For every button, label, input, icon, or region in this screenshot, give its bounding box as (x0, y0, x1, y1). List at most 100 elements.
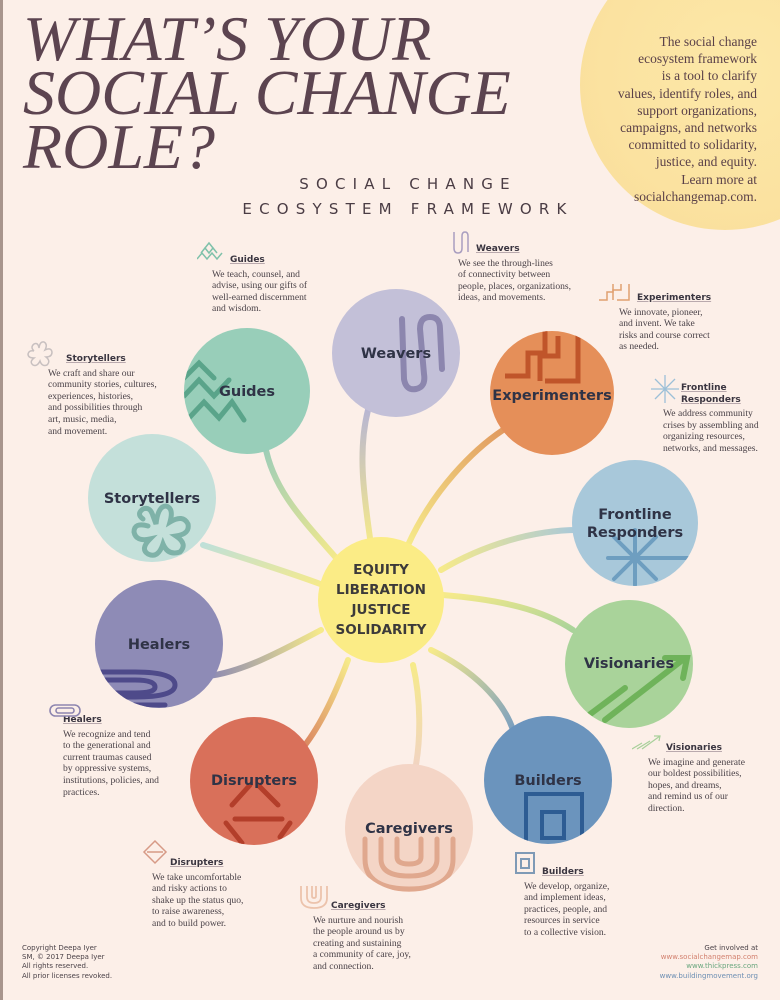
copyright-line: Copyright Deepa Iyer (22, 944, 97, 952)
description-line: We craft and share our (48, 367, 135, 379)
role-node-weavers[interactable]: Weavers (332, 289, 460, 417)
intro-line: The social change (659, 34, 757, 49)
title-line: SOCIAL CHANGE (23, 57, 511, 128)
description-line: experiences, histories, (48, 390, 133, 402)
copyright-notice: Copyright Deepa Iyer SM, © 2017 Deepa Iy… (22, 944, 112, 981)
role-node-builders[interactable]: Builders (484, 716, 612, 844)
asterisk-icon (651, 375, 679, 403)
subtitle-line: SOCIAL CHANGE (299, 175, 517, 193)
role-label: Storytellers (103, 491, 201, 507)
role-label: Disrupters (210, 773, 298, 789)
description-line: to a collective vision. (524, 926, 607, 938)
value-liberation: LIBERATION (336, 582, 426, 598)
role-heading: Disrupters (170, 858, 224, 868)
description-line: practices. (63, 786, 100, 798)
description-line: We address community (663, 408, 753, 420)
role-node-guides[interactable]: Guides (184, 328, 310, 454)
intro-line: support organizations, (637, 102, 757, 118)
role-description-disrupters: Disrupters We take uncomfortable and ris… (142, 839, 243, 930)
role-label-line: Frontline (598, 507, 672, 523)
get-involved: Get involved at www.socialchangemap.com … (660, 944, 758, 981)
description-line: and risky actions to (152, 883, 227, 895)
description-line: to the generational and (63, 740, 151, 752)
description-line: well-earned discernment (212, 291, 307, 303)
description-line: practices, people, and (524, 903, 608, 915)
asterisk-icon (606, 528, 698, 586)
intro-line: committed to solidarity, (628, 137, 757, 153)
description-line: current traumas caused (63, 751, 152, 763)
role-heading: Experimenters (637, 293, 712, 303)
title-line: WHAT’S YOUR (23, 3, 432, 74)
description-line: and implement ideas, (524, 892, 606, 904)
link-buildingmovement[interactable]: www.buildingmovement.org (659, 971, 758, 980)
description-line: the people around us by (313, 926, 405, 938)
role-node-healers[interactable]: Healers (95, 580, 223, 708)
description-line: our boldest possibilities, (648, 768, 742, 780)
intro-line: campaigns, and networks (620, 120, 757, 136)
description-line: and wisdom. (212, 303, 262, 315)
broken-diamond-icon (142, 839, 168, 865)
role-heading: Storytellers (66, 354, 126, 364)
description-line: networks, and messages. (663, 442, 758, 454)
description-line: direction. (648, 802, 685, 814)
description-line: art, music, media, (48, 413, 117, 425)
connector-spokes (200, 407, 581, 773)
intro-line: socialchangemap.com. (634, 188, 757, 204)
role-node-storytellers[interactable]: Storytellers (88, 434, 216, 562)
role-heading: Visionaries (666, 743, 722, 753)
role-label: Caregivers (365, 821, 453, 837)
description-line: and remind us of our (648, 791, 728, 803)
description-line: organizing resources, (663, 431, 745, 443)
role-node-caregivers[interactable]: Caregivers (345, 764, 473, 892)
zigzag-icon (197, 241, 223, 261)
description-line: We imagine and generate (648, 756, 745, 768)
loop-lines-icon (49, 704, 81, 717)
role-label: Guides (218, 384, 276, 400)
description-line: a community of care, joy, (313, 949, 411, 961)
description-line: We take uncomfortable (152, 871, 242, 883)
title-line: ROLE? (23, 111, 215, 182)
description-line: hopes, and dreams, (648, 779, 722, 791)
wave-loop-icon (453, 231, 469, 254)
role-node-experimenters[interactable]: Experimenters (490, 331, 614, 455)
role-description-guides: Guides We teach, counsel, and advise, us… (197, 241, 308, 315)
role-label: Experimenters (492, 388, 612, 404)
value-justice: JUSTICE (351, 602, 411, 618)
intro-line: values, identify roles, and (617, 85, 757, 101)
description-line: and possibilities through (48, 402, 143, 414)
description-line: and to build power. (152, 917, 227, 929)
broken-diamond-icon (223, 782, 293, 845)
role-heading: Guides (230, 255, 265, 265)
zigzag-icon (184, 359, 247, 423)
description-line: advise, using our gifts of (212, 280, 308, 292)
copyright-line: All prior licenses revoked. (22, 971, 113, 980)
role-label: Healers (127, 637, 191, 653)
description-line: We nurture and nourish (313, 914, 404, 926)
splash-icon (27, 341, 53, 367)
role-heading-line: Responders (681, 394, 741, 405)
role-label: Visionaries (583, 656, 675, 672)
intro-line: Learn more at (681, 171, 757, 187)
description-line: risks and course correct (619, 329, 710, 341)
link-thickpress[interactable]: www.thickpress.com (686, 962, 758, 971)
arrow-up-right-icon (582, 655, 691, 723)
loop-lines-icon (95, 669, 178, 708)
link-socialchangemap[interactable]: www.socialchangemap.com (660, 953, 758, 962)
role-node-visionaries[interactable]: Visionaries (565, 600, 693, 728)
description-line: crises by assembling and (663, 419, 759, 431)
role-node-disrupters[interactable]: Disrupters (190, 717, 318, 845)
description-line: community stories, cultures, (48, 379, 157, 391)
description-line: as needed. (619, 341, 659, 353)
nested-arch-icon (362, 836, 456, 892)
arrow-up-right-icon (632, 735, 661, 750)
description-line: We innovate, pioneer, (619, 306, 703, 318)
copyright-line: All rights reserved. (22, 962, 89, 971)
page-title: WHAT’S YOUR SOCIAL CHANGE ROLE? (23, 3, 511, 182)
role-description-storytellers: Storytellers We craft and share our comm… (27, 341, 157, 437)
description-line: and invent. We take (619, 318, 695, 330)
steps-icon (599, 284, 630, 301)
description-line: to raise awareness, (152, 906, 225, 918)
